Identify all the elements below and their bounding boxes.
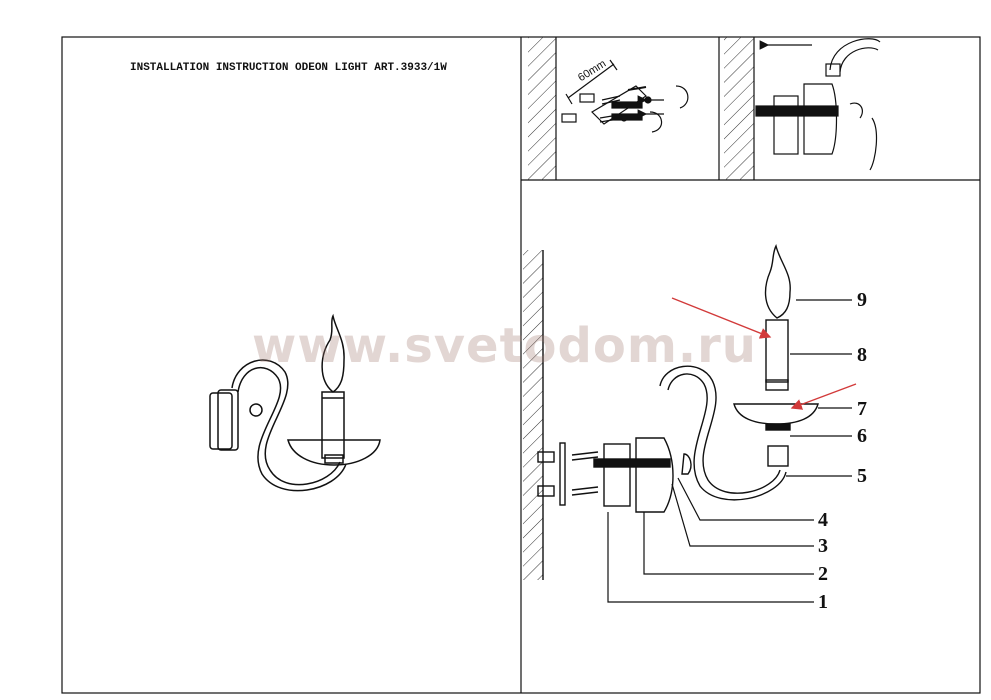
callout-6: 6 [857, 425, 867, 447]
callout-4: 4 [818, 509, 828, 531]
callout-1: 1 [818, 591, 828, 613]
exploded-view [523, 243, 819, 580]
document-title: INSTALLATION INSTRUCTION ODEON LIGHT ART… [130, 62, 447, 74]
watermark-text: www.svetodom.ru [252, 318, 757, 374]
callout-9: 9 [857, 289, 867, 311]
assembled-lamp-illustration [209, 313, 381, 492]
callout-3: 3 [818, 535, 828, 557]
callout-8: 8 [857, 344, 867, 366]
attach-fixture-panel [724, 37, 881, 180]
callout-leaders [607, 299, 852, 603]
mounting-detail-panel [528, 37, 689, 180]
callout-5: 5 [857, 465, 867, 487]
highlight-arrows [671, 297, 857, 410]
callout-2: 2 [818, 563, 828, 585]
page-frame [61, 36, 981, 694]
callout-7: 7 [857, 398, 867, 420]
